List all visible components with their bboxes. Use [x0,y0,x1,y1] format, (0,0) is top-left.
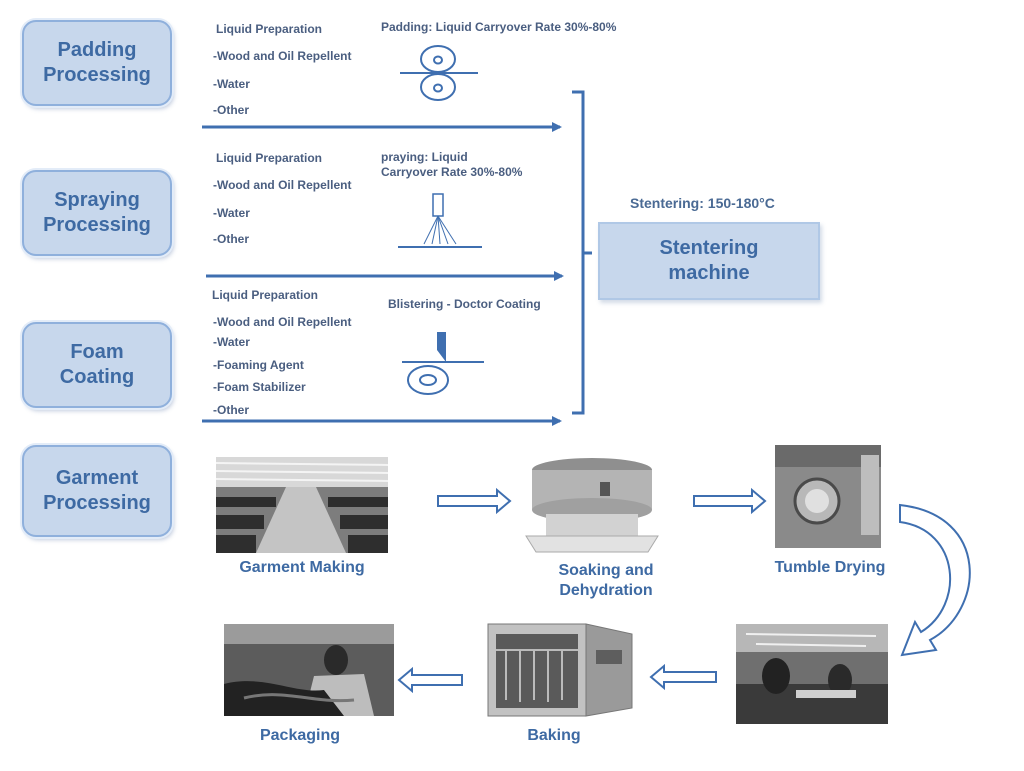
soaking-dehydration-photo [516,452,668,556]
padding-processing-box: Padding Processing [22,20,172,106]
spraying-item-2: -Water [213,206,250,220]
arrow-baking-to-packaging [397,666,463,694]
arrow-making-to-soaking [437,487,512,515]
padding-note: Padding: Liquid Carryover Rate 30%-80% [381,20,617,34]
arrow-ironing-to-baking [649,663,717,691]
stentering-temperature-label: Stentering: 150-180°C [630,195,775,211]
foam-note: Blistering - Doctor Coating [388,297,541,311]
foam-coating-box: Foam Coating [22,322,172,408]
caption-tumble-drying: Tumble Drying [774,559,886,576]
baking-photo [482,620,638,722]
spraying-item-1: -Wood and Oil Repellent [213,178,352,192]
spraying-note: praying: Liquid Carryover Rate 30%-80% [381,150,523,179]
caption-baking: Baking [527,727,581,744]
doctor-blade-icon [402,332,484,395]
caption-garment-making: Garment Making [239,559,365,576]
foam-item-0: Liquid Preparation [212,288,319,302]
merge-bracket [572,90,585,415]
foam-item-2: -Water [213,335,250,349]
padding-item-3: -Other [213,103,249,117]
caption-packaging: Packaging [259,727,341,744]
foam-item-3: -Foaming Agent [213,358,304,372]
arrow-curved-tumble-to-ironing [899,503,971,657]
stentering-machine-box: Stentering machine [598,222,820,300]
arrow-soaking-to-tumble [693,487,767,515]
spraying-processing-box: Spraying Processing [22,170,172,256]
padding-item-0: Liquid Preparation [216,22,323,36]
ironing-photo [736,624,888,724]
garment-processing-box: Garment Processing [22,445,172,537]
foam-item-5: -Other [213,403,249,417]
padding-item-1: -Wood and Oil Repellent [213,49,352,63]
tumble-drying-photo [775,445,881,548]
garment-making-photo [216,457,388,553]
foam-item-4: -Foam Stabilizer [213,380,306,394]
caption-soaking-dehydration: Soaking and Dehydration [558,562,654,599]
spraying-item-3: -Other [213,232,249,246]
padding-item-2: -Water [213,77,250,91]
packaging-photo [224,624,394,716]
foam-item-1: -Wood and Oil Repellent [213,315,352,329]
spraying-item-0: Liquid Preparation [216,151,323,165]
spray-nozzle-icon [398,193,482,248]
padding-roller-icon [400,45,478,101]
